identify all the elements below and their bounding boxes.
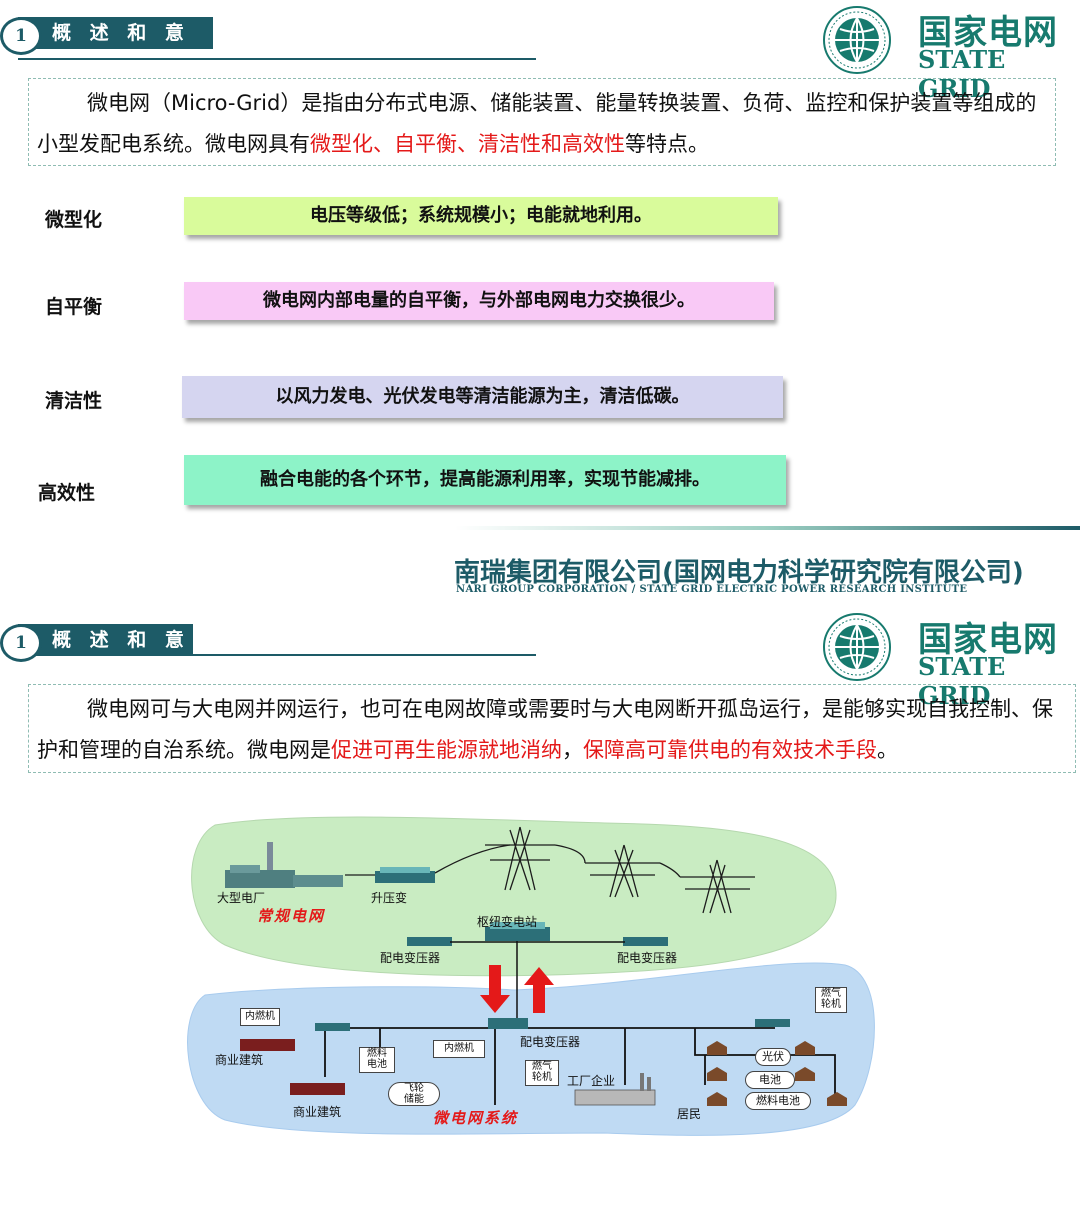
feature-label-self-balance: 自平衡 [45, 296, 103, 318]
micro-transformer-center-icon [488, 1018, 528, 1029]
logo-cn: 国家电网 [918, 13, 1058, 53]
label-dist-left: 配电变压器 [380, 951, 441, 965]
label-commercial-1: 商业建筑 [215, 1053, 264, 1067]
intro-text: 微电网（Micro-Grid）是指由分布式电源、储能装置、能量转换装置、负荷、监… [37, 91, 1037, 156]
label-step-up: 升压变 [371, 891, 408, 905]
box-flywheel-storage: 飞轮 储能 [388, 1082, 440, 1106]
footer-divider [455, 526, 1080, 530]
feature-bar-efficiency: 融合电能的各个环节，提高能源利用率，实现节能减排。 [184, 455, 786, 505]
micro-transformer-right-icon [755, 1019, 790, 1027]
feature-bar-self-balance: 微电网内部电量的自平衡，与外部电网电力交换很少。 [184, 282, 774, 320]
company-name-en: NARI GROUP CORPORATION / STATE GRID ELEC… [456, 584, 968, 595]
arrow-up-icon [524, 967, 554, 1013]
dist-transformer-left-icon [407, 937, 452, 946]
box-gas-turbine-1: 燃气 轮机 [525, 1060, 559, 1086]
transmission-tower-icons [345, 826, 755, 914]
label-dist-center: 配电变压器 [520, 1035, 581, 1049]
intro-paragraph-2: 微电网可与大电网并网运行，也可在电网故障或需要时与大电网断开孤岛运行，是能够实现… [28, 684, 1076, 773]
box-fuel-cell-2: 燃料电池 [745, 1092, 811, 1110]
logo-cn: 国家电网 [918, 620, 1058, 660]
feature-label-efficiency: 高效性 [38, 482, 96, 504]
logo-en: STATE GRID [918, 652, 1006, 710]
hub-substation-icon [485, 922, 550, 941]
resident-house-icons [707, 1041, 847, 1106]
intro-text-end: 。 [877, 738, 898, 762]
section-title: 概 述 和 意 义 [18, 624, 193, 683]
company-name-cn: 南瑞集团有限公司(国网电力科学研究院有限公司) [454, 558, 1024, 588]
label-factory: 工厂企业 [567, 1074, 616, 1088]
dist-transformer-right-icon [623, 937, 668, 946]
label-dist-right: 配电变压器 [617, 951, 678, 965]
intro-highlight-1: 促进可再生能源就地消纳 [331, 738, 562, 762]
globe-icon [823, 613, 891, 681]
intro-paragraph: 微电网（Micro-Grid）是指由分布式电源、储能装置、能量转换装置、负荷、监… [28, 78, 1056, 166]
factory-icon [574, 1073, 656, 1106]
intro-highlight: 微型化、自平衡、清洁性和高效性 [310, 132, 625, 156]
conventional-grid-title: 常规电网 [257, 907, 326, 925]
box-fuel-cell-1: 燃料 电池 [359, 1047, 395, 1073]
intro-sep: ， [562, 738, 583, 762]
box-pv: 光伏 [755, 1048, 791, 1066]
section-number: 1 [0, 624, 42, 662]
state-grid-logo: 国家电网 STATE GRID [822, 5, 1072, 103]
label-commercial-2: 商业建筑 [293, 1105, 342, 1119]
intro-highlight-2: 保障高可靠供电的有效技术手段 [583, 738, 877, 762]
commercial-building-2-icon [290, 1083, 345, 1095]
step-up-transformer-icon [375, 867, 435, 883]
feature-bar-cleanliness: 以风力发电、光伏发电等清洁能源为主，清洁低碳。 [182, 376, 783, 418]
feature-label-cleanliness: 清洁性 [45, 390, 103, 412]
section-number: 1 [0, 17, 42, 55]
feature-label-miniaturization: 微型化 [45, 209, 103, 231]
globe-icon [823, 6, 891, 74]
box-ice-2: 内燃机 [433, 1040, 485, 1058]
intro-text: 微电网可与大电网并网运行，也可在电网故障或需要时与大电网断开孤岛运行，是能够实现… [37, 697, 1053, 762]
label-hub-substation: 枢纽变电站 [477, 915, 538, 929]
header-rule [18, 58, 536, 60]
section-title: 概 述 和 意 义 [18, 17, 213, 76]
arrow-down-icon [480, 965, 510, 1013]
state-grid-logo: 国家电网 STATE GRID [822, 612, 1072, 710]
commercial-building-1-icon [240, 1039, 295, 1051]
box-gas-turbine-2: 燃气 轮机 [815, 987, 847, 1013]
box-ice-1: 内燃机 [240, 1008, 280, 1026]
feature-bar-miniaturization: 电压等级低；系统规模小；电能就地利用。 [184, 197, 778, 235]
diagram-graphics [187, 816, 875, 1136]
label-power-plant: 大型电厂 [217, 891, 266, 905]
micro-transformer-left-icon [315, 1023, 350, 1031]
label-residents: 居民 [677, 1107, 702, 1121]
microgrid-diagram: 大型电厂 升压变 常规电网 枢纽变电站 配电变压器 配电变压器 内燃机 商业建筑… [185, 815, 885, 1145]
intro-text-end: 等特点。 [625, 132, 709, 156]
power-plant-icon [225, 842, 343, 888]
section-header-1: 1 概 述 和 意 义 [0, 15, 540, 76]
box-battery: 电池 [745, 1071, 795, 1089]
header-rule [18, 654, 536, 656]
microgrid-title: 微电网系统 [433, 1109, 519, 1127]
section-header-2: 1 概 述 和 意 义 [0, 622, 540, 683]
logo-en: STATE GRID [918, 45, 1006, 103]
